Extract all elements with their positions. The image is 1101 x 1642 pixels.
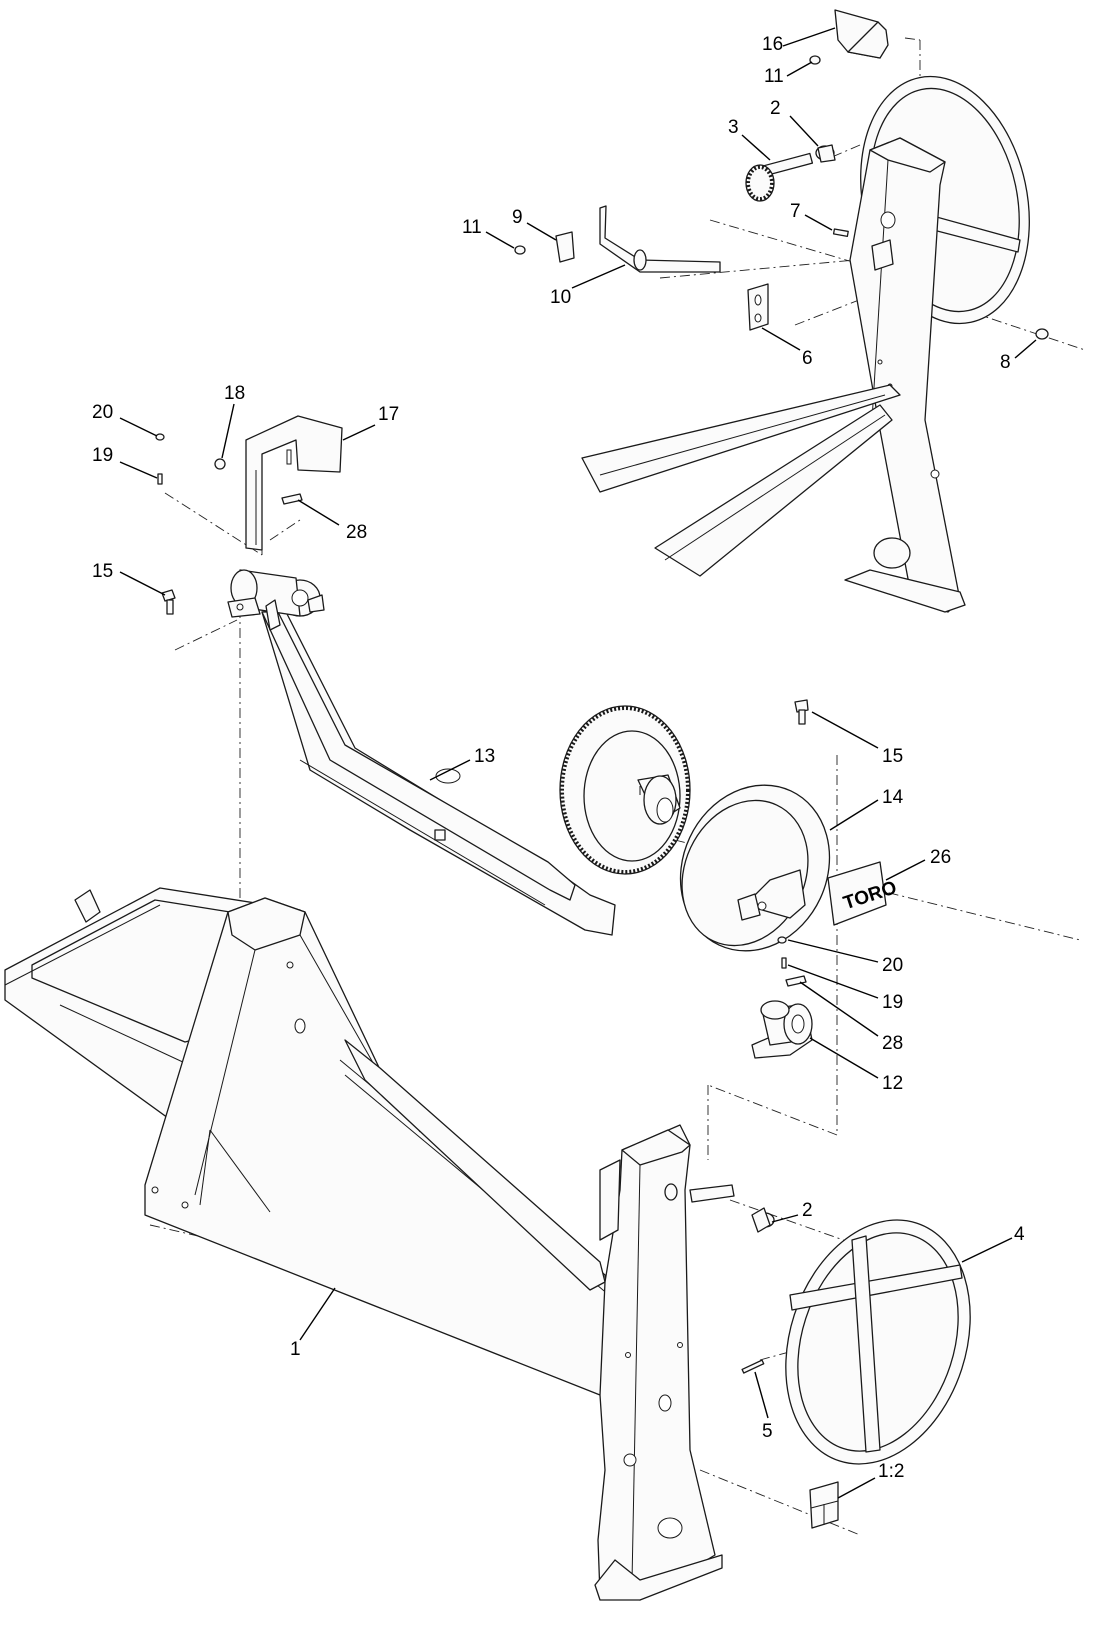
callout-5: 5 — [762, 1421, 773, 1442]
callout-28-upper: 28 — [346, 522, 367, 543]
callout-17: 17 — [378, 404, 399, 425]
bolt-15-upper — [161, 589, 176, 615]
pin-19-upper — [157, 473, 163, 485]
screw-11-lower — [514, 245, 526, 255]
nut-8 — [1035, 328, 1049, 340]
callout-20-upper: 20 — [92, 402, 113, 423]
lever-10 — [599, 205, 721, 273]
callout-2-lower: 2 — [802, 1200, 813, 1221]
callout-8: 8 — [1000, 352, 1011, 373]
nut-18 — [214, 458, 226, 470]
upper-stand — [581, 75, 1030, 613]
bushing-2-lower — [751, 1207, 775, 1233]
pin-20-lower — [777, 936, 787, 944]
bearing-12 — [751, 1000, 813, 1059]
callout-15-upper: 15 — [92, 561, 113, 582]
callout-13: 13 — [474, 746, 495, 767]
callout-18: 18 — [224, 383, 245, 404]
callout-7: 7 — [790, 201, 801, 222]
callout-19-upper: 19 — [92, 445, 113, 466]
callout-11-upper: 11 — [764, 66, 784, 87]
screw-11-upper — [809, 55, 821, 65]
cover-16 — [834, 9, 889, 59]
bracket-17 — [245, 415, 343, 551]
clip-28-lower — [785, 975, 807, 987]
pin-20-upper — [155, 433, 165, 441]
callout-6: 6 — [802, 348, 813, 369]
roll-pin-5 — [741, 1359, 765, 1374]
screw-7 — [832, 228, 849, 237]
guard-14 — [679, 784, 831, 952]
callout-11-lower: 11 — [462, 217, 482, 238]
callout-12: 12 — [882, 1073, 903, 1094]
pin-19-lower — [781, 957, 787, 969]
callout-20-lower: 20 — [882, 955, 903, 976]
callout-9: 9 — [512, 207, 523, 228]
base-frame — [4, 887, 735, 1601]
callout-15-lower: 15 — [882, 746, 903, 767]
clip-28-upper — [281, 493, 303, 505]
callout-labels: 16 11 2 3 9 11 7 10 6 8 18 17 20 19 28 1… — [92, 34, 1025, 1482]
decal-1-2 — [809, 1481, 839, 1529]
clip-9 — [555, 231, 575, 263]
callout-2-upper: 2 — [770, 98, 781, 119]
pinion-3 — [745, 152, 814, 202]
leader-lines — [119, 27, 1037, 1499]
bushing-2-upper — [815, 144, 836, 163]
callout-26: 26 — [930, 847, 951, 868]
logo-plate-26: TORO — [827, 861, 899, 926]
callout-28-lower: 28 — [882, 1033, 903, 1054]
bolt-15-lower — [794, 699, 809, 725]
callout-10: 10 — [550, 287, 571, 308]
hand-wheel-4 — [785, 1219, 971, 1465]
block-7 — [871, 239, 894, 271]
callout-1: 1 — [290, 1339, 301, 1360]
callout-1-2: 1:2 — [878, 1461, 904, 1482]
callout-3: 3 — [728, 117, 739, 138]
callout-4: 4 — [1014, 1224, 1025, 1245]
callout-19-lower: 19 — [882, 992, 903, 1013]
callout-14: 14 — [882, 787, 904, 808]
callout-16: 16 — [762, 34, 783, 55]
swing-arm — [227, 569, 691, 936]
plate-6 — [747, 283, 769, 331]
